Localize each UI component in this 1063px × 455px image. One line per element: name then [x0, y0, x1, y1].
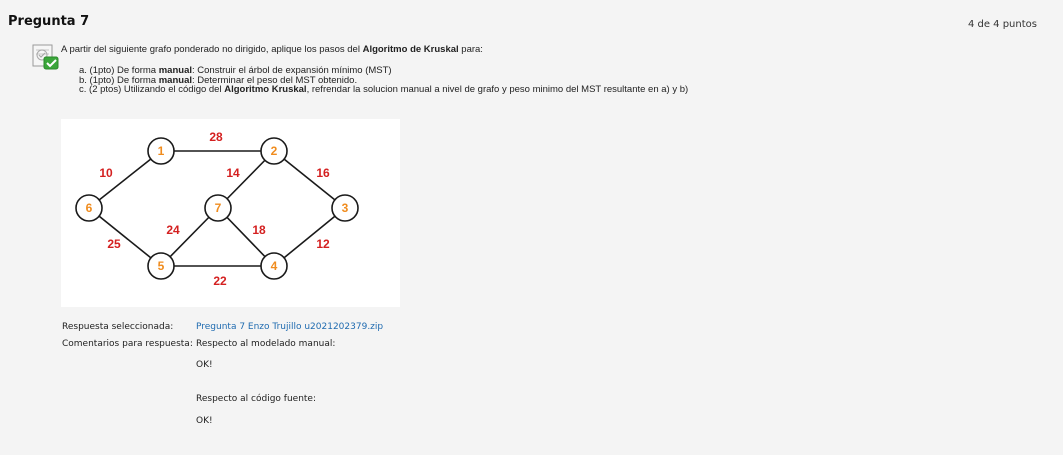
- item-prefix: b. (1pto) De forma: [79, 74, 159, 86]
- question-title: Pregunta 7: [8, 14, 90, 29]
- question-points: 4 de 4 puntos: [967, 19, 1037, 30]
- item-suffix: , refrendar la solucion manual a nivel d…: [306, 84, 689, 95]
- graph-node-label: 2: [271, 144, 278, 158]
- graph-node-label: 6: [86, 201, 93, 215]
- question-header: Pregunta 7 4 de 4 puntos: [0, 0, 1063, 36]
- correct-answer-check-icon: [32, 44, 60, 70]
- comment-line: OK!: [196, 360, 213, 370]
- graph-edge-1-6: [88, 150, 162, 209]
- question-item-b: b. (1pto) De forma manual: Determinar el…: [79, 74, 1021, 86]
- selected-answer-file-link[interactable]: Pregunta 7 Enzo Trujillo u2021202379.zip: [196, 322, 384, 332]
- selected-answer-label: Respuesta seleccionada:: [62, 322, 174, 332]
- edge-weight-label: 16: [316, 166, 330, 180]
- graph-node-1: [147, 137, 175, 165]
- intro-suffix: para:: [458, 44, 483, 55]
- graph-edge-6-5: [88, 207, 162, 267]
- edge-weight-label: 14: [226, 166, 240, 180]
- graph-node-label: 4: [271, 259, 278, 273]
- graph-node-label: 7: [215, 201, 222, 215]
- edge-weight-label: 12: [316, 237, 330, 251]
- edge-weight-label: 28: [209, 130, 223, 144]
- question-text: A partir del siguiente grafo ponderado n…: [61, 44, 1021, 95]
- comment-line: Respecto al modelado manual:: [196, 339, 336, 349]
- edge-weight-label: 22: [213, 274, 227, 288]
- intro-bold: Algoritmo de Kruskal: [362, 44, 459, 55]
- edge-weight-label: 25: [107, 237, 121, 251]
- graph-node-5: [147, 252, 175, 280]
- graph-node-3: [331, 194, 359, 222]
- item-suffix: : Determinar el peso del MST obtenido.: [192, 74, 358, 86]
- question-items: a. (1pto) De forma manual: Construir el …: [79, 66, 1021, 95]
- graph-edge-2-3: [273, 150, 346, 209]
- graph-node-6: [75, 194, 103, 222]
- question-intro: A partir del siguiente grafo ponderado n…: [61, 44, 1021, 55]
- intro-prefix: A partir del siguiente grafo ponderado n…: [61, 44, 363, 55]
- graph-node-label: 1: [158, 144, 165, 158]
- graph-node-4: [260, 252, 288, 280]
- question-item-c: c. (2 ptos) Utilizando el código del Alg…: [79, 85, 1021, 95]
- item-bold: Algoritmo Kruskal: [224, 84, 307, 95]
- graph-node-label: 5: [158, 259, 165, 273]
- comment-line: OK!: [196, 416, 213, 426]
- edge-weight-label: 24: [166, 223, 180, 237]
- item-prefix: c. (2 ptos) Utilizando el código del: [79, 84, 225, 95]
- comments-label: Comentarios para respuesta:: [62, 339, 193, 349]
- comment-line: Respecto al código fuente:: [196, 394, 317, 404]
- item-prefix: a. (1pto) De forma: [79, 65, 159, 76]
- edge-weight-label: 18: [252, 223, 266, 237]
- question-item-a: a. (1pto) De forma manual: Construir el …: [79, 66, 1021, 76]
- edge-weight-label: 10: [99, 166, 113, 180]
- item-suffix: : Construir el árbol de expansión mínimo…: [192, 65, 392, 76]
- item-bold: manual: [158, 65, 192, 76]
- graph-node-label: 3: [342, 201, 349, 215]
- item-bold: manual: [158, 74, 192, 86]
- graph-node-2: [260, 137, 288, 165]
- graph-edge-3-4: [273, 207, 346, 267]
- graph-node-7: [204, 194, 232, 222]
